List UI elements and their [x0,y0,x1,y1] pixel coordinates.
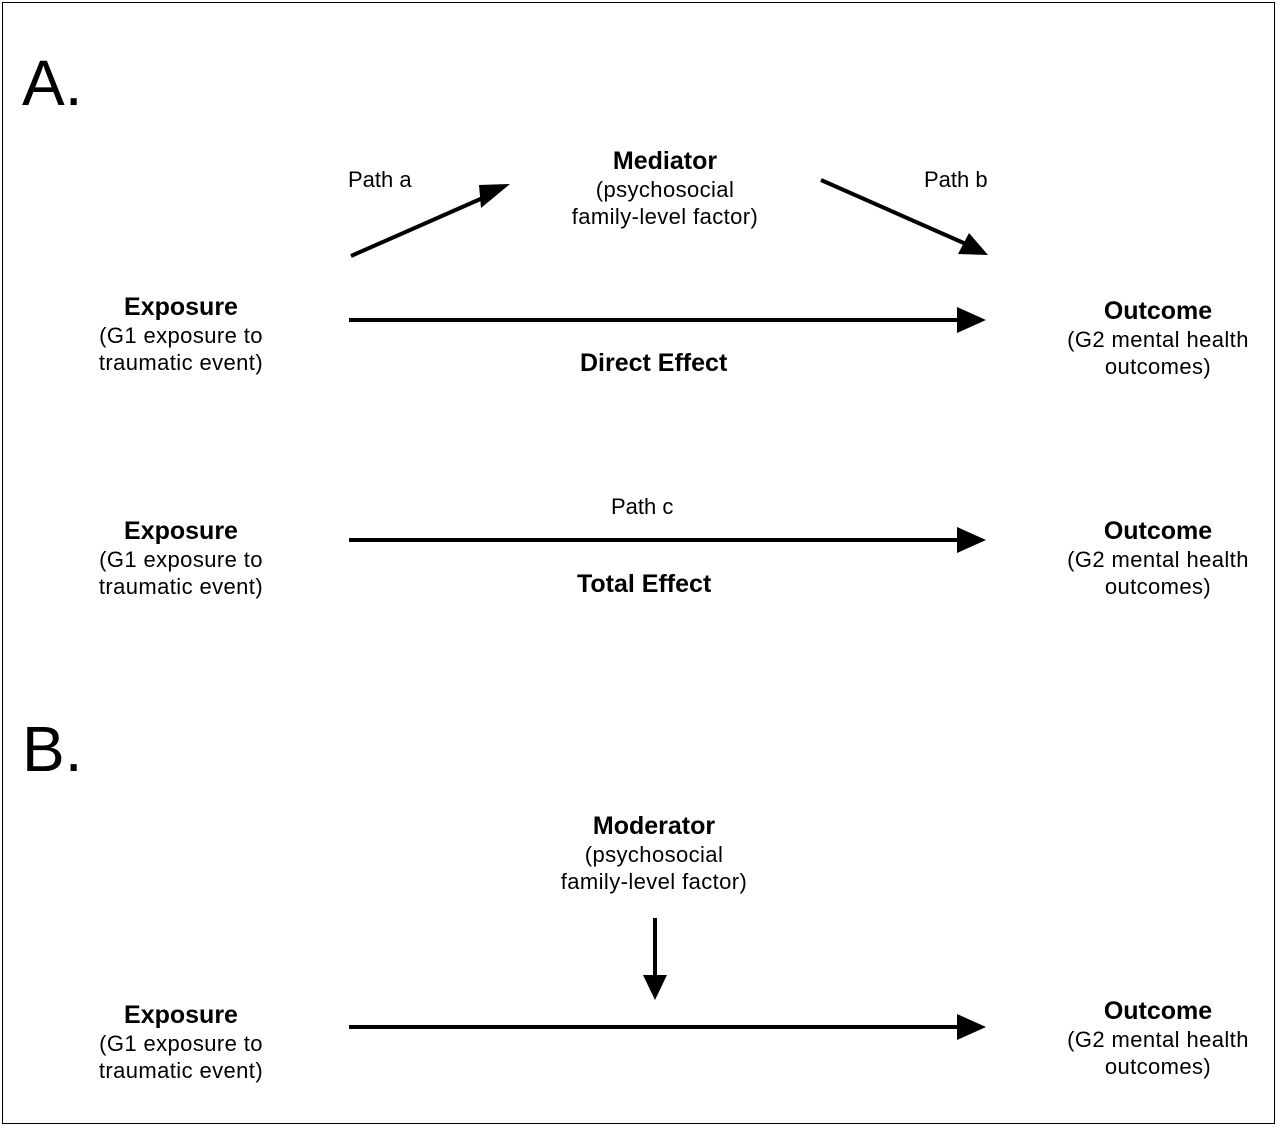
arrows-layer [349,178,988,1040]
outcome-node-b: Outcome (G2 mental health outcomes) [1015,996,1280,1080]
outcome-title: Outcome [1103,997,1213,1025]
path-a-label: Path a [348,167,412,192]
panel-a-label: A. [22,47,83,119]
exposure-title: Exposure [124,517,238,545]
direct-effect-arrow [349,307,986,333]
path-b-label: Path b [924,167,988,192]
outcome-subtitle-line2: outcomes) [1104,574,1212,599]
exposure-node-total: Exposure (G1 exposure to traumatic event… [41,516,321,600]
exposure-subtitle-line2: traumatic event) [98,1058,264,1083]
total-effect-arrow [349,527,986,553]
mediator-title: Mediator [612,147,718,175]
moderator-subtitle-line1: (psychosocial [584,842,724,867]
outcome-node-total: Outcome (G2 mental health outcomes) [1015,516,1280,600]
mediator-subtitle-line2: family-level factor) [571,204,759,229]
mediator-node: Mediator (psychosocial family-level fact… [515,146,815,230]
outcome-subtitle-line1: (G2 mental health [1067,1027,1249,1052]
outcome-subtitle-line2: outcomes) [1104,1054,1212,1079]
exposure-subtitle-line2: traumatic event) [98,574,264,599]
total-effect-label: Total Effect [577,570,712,598]
outcome-title: Outcome [1103,297,1213,325]
moderator-arrow [643,918,667,1000]
outcome-subtitle-line2: outcomes) [1104,354,1212,379]
outcome-node-a: Outcome (G2 mental health outcomes) [1015,296,1280,380]
exposure-subtitle-line2: traumatic event) [98,350,264,375]
exposure-node-a: Exposure (G1 exposure to traumatic event… [41,292,321,376]
outcome-subtitle-line1: (G2 mental health [1067,327,1249,352]
mediator-subtitle-line1: (psychosocial [595,177,735,202]
moderator-node: Moderator (psychosocial family-level fac… [504,811,804,895]
exposure-outcome-arrow-b [349,1014,986,1040]
outcome-title: Outcome [1103,517,1213,545]
exposure-title: Exposure [124,293,238,321]
moderator-title: Moderator [592,812,716,840]
exposure-subtitle-line1: (G1 exposure to [99,323,263,348]
exposure-node-b: Exposure (G1 exposure to traumatic event… [41,1000,321,1084]
path-a-arrow [350,184,510,258]
panel-b-label: B. [22,713,83,785]
outcome-subtitle-line1: (G2 mental health [1067,547,1249,572]
direct-effect-label: Direct Effect [580,349,728,377]
path-c-label: Path c [611,494,674,519]
moderator-subtitle-line2: family-level factor) [560,869,748,894]
exposure-subtitle-line1: (G1 exposure to [99,1031,263,1056]
exposure-title: Exposure [124,1001,238,1029]
exposure-subtitle-line1: (G1 exposure to [99,547,263,572]
path-b-arrow [820,178,988,255]
